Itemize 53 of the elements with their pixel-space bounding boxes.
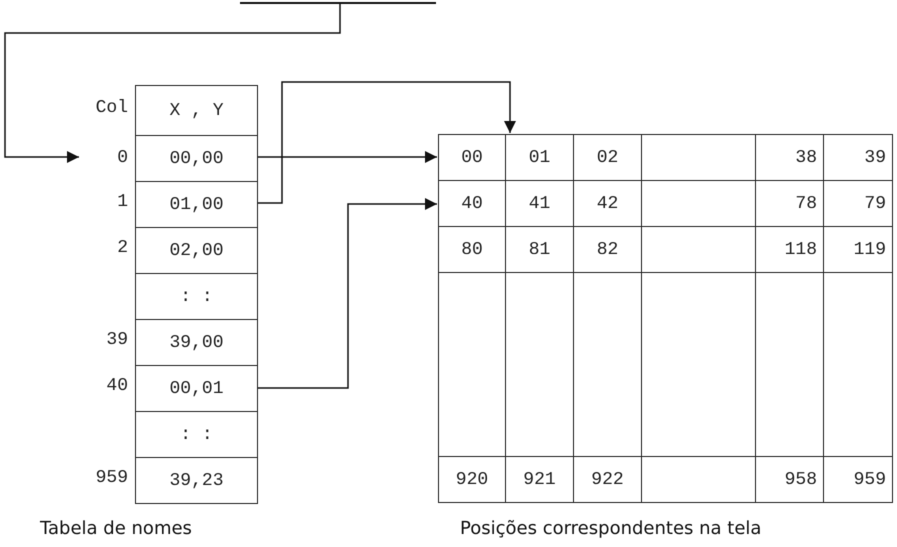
grid-cell — [642, 181, 756, 227]
grid-cell — [642, 457, 756, 503]
row-index: 0 — [80, 146, 128, 170]
row-index: 39 — [105, 330, 128, 350]
grid-cell: 920 — [438, 457, 506, 503]
grid-cell: 42 — [574, 181, 642, 227]
grid-cell — [642, 134, 756, 181]
grid-cell: 921 — [506, 457, 574, 503]
grid-cell: 958 — [756, 457, 824, 503]
grid-cell: 02 — [574, 134, 642, 181]
grid-cell: 81 — [506, 227, 574, 273]
grid-cell: 00 — [438, 134, 506, 181]
row-index: 40 — [105, 376, 128, 396]
grid-cell: 118 — [756, 227, 824, 273]
row-index: 959 — [94, 468, 128, 488]
grid-cell — [642, 227, 756, 273]
grid-cell — [756, 273, 824, 457]
bracket-line — [240, 2, 436, 4]
table-cell: 01,00 — [135, 181, 258, 228]
arrow — [258, 81, 516, 204]
grid-cell — [824, 273, 893, 457]
grid-cell: 119 — [824, 227, 893, 273]
arrow — [258, 151, 437, 163]
row-index: 2 — [116, 238, 128, 258]
table-cell: : : — [135, 411, 258, 458]
grid-cell: 39 — [824, 134, 893, 181]
grid-cell — [574, 273, 642, 457]
table-cell: : : — [135, 273, 258, 320]
grid-cell — [642, 273, 756, 457]
grid-cell — [438, 273, 506, 457]
table-cell: 39,23 — [135, 457, 258, 504]
table-cell: 00,00 — [135, 135, 258, 182]
table-cell: X , Y — [135, 85, 258, 136]
column-header: Col — [94, 98, 128, 118]
grid-cell: 82 — [574, 227, 642, 273]
row-index: 1 — [116, 192, 128, 212]
grid-cell: 41 — [506, 181, 574, 227]
table-cell: 02,00 — [135, 227, 258, 274]
arrow — [258, 198, 437, 389]
caption: Posições correspondentes na tela — [460, 518, 762, 539]
grid-cell: 78 — [756, 181, 824, 227]
caption: Tabela de nomes — [40, 518, 192, 539]
grid-cell: 38 — [756, 134, 824, 181]
grid-cell: 959 — [824, 457, 893, 503]
grid-cell: 01 — [506, 134, 574, 181]
arrow — [4, 4, 341, 163]
grid-cell: 922 — [574, 457, 642, 503]
grid-cell: 79 — [824, 181, 893, 227]
table-cell: 00,01 — [135, 365, 258, 412]
grid-cell: 40 — [438, 181, 506, 227]
table-cell: 39,00 — [135, 319, 258, 366]
grid-cell: 80 — [438, 227, 506, 273]
grid-cell — [506, 273, 574, 457]
